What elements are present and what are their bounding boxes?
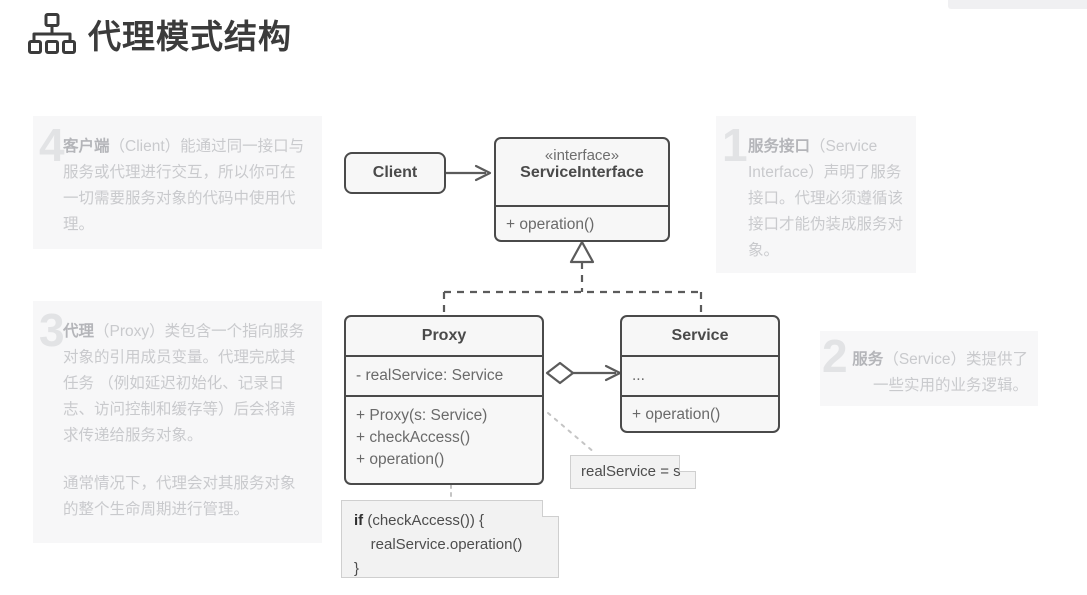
note-code-line-1: if (checkAccess()) { (354, 509, 546, 533)
page-header: 代理模式结构 (28, 10, 292, 58)
service-interface-operations: + operation() (496, 205, 668, 242)
annotation-text-1: （Service Interface）声明了服务接口。代理必须遵循该接口才能伪装… (748, 138, 904, 259)
annotation-number-2: 2 (822, 330, 848, 382)
service-operation-0: + operation() (632, 406, 721, 423)
note-code-keyword: if (354, 512, 364, 529)
annotation-body-4: 客户端（Client）能通过同一接口与服务或代理进行交互，所以你可在一切需要服务… (63, 134, 308, 238)
annotation-text-3: （Proxy）类包含一个指向服务对象的引用成员变量。代理完成其任务 （例如延迟初… (63, 323, 305, 444)
connector-client-to-interface (446, 164, 492, 182)
proxy-header: Proxy (346, 317, 542, 355)
service-interface-operation-0: + operation() (506, 215, 595, 233)
note-code-line-3: } (354, 560, 360, 577)
service-attribute-0: ... (632, 367, 645, 384)
annotation-lead-1: 服务接口 (748, 138, 811, 155)
service-interface-class-name: ServiceInterface (520, 164, 644, 181)
client-class-name: Client (372, 164, 418, 181)
service-header: Service (622, 317, 778, 355)
uml-class-service[interactable]: Service ... + operation() (620, 315, 780, 433)
service-operations: + operation() (622, 395, 778, 433)
connector-proxy-aggregates-service (545, 361, 622, 385)
note-code-line-2: realService.operation() (354, 536, 523, 553)
uml-class-proxy[interactable]: Proxy - realService: Service + Proxy(s: … (344, 315, 544, 485)
uml-note-code: if (checkAccess()) { realService.operati… (341, 500, 559, 578)
note-assignment-text: realService = s (581, 463, 681, 480)
annotation-body-3: 代理（Proxy）类包含一个指向服务对象的引用成员变量。代理完成其任务 （例如延… (63, 319, 308, 523)
service-class-name: Service (671, 327, 729, 344)
annotation-text-3b: 通常情况下，代理会对其服务对象的整个生命周期进行管理。 (63, 475, 296, 518)
annotation-panel-1: 1 服务接口（Service Interface）声明了服务接口。代理必须遵循该… (716, 116, 916, 273)
annotation-body-2: 服务（Service）类提供了一些实用的业务逻辑。 (850, 347, 1028, 399)
note-code-line-1-rest: (checkAccess()) { (363, 512, 485, 529)
annotation-panel-3: 3 代理（Proxy）类包含一个指向服务对象的引用成员变量。代理完成其任务 （例… (33, 301, 322, 543)
service-interface-header: «interface» ServiceInterface (496, 139, 668, 205)
service-interface-stereotype: «interface» (544, 147, 620, 164)
annotation-number-3: 3 (39, 304, 65, 356)
annotation-lead-4: 客户端 (63, 138, 110, 155)
proxy-attributes: - realService: Service (346, 355, 542, 395)
annotation-text-2: （Service）类提供了一些实用的业务逻辑。 (872, 351, 1028, 394)
annotation-panel-2: 2 服务（Service）类提供了一些实用的业务逻辑。 (820, 331, 1038, 406)
uml-class-service-interface[interactable]: «interface» ServiceInterface + operation… (494, 137, 670, 242)
annotation-lead-2: 服务 (852, 351, 884, 368)
annotation-number-1: 1 (722, 119, 748, 171)
page-title: 代理模式结构 (88, 18, 292, 55)
annotation-panel-4: 4 客户端（Client）能通过同一接口与服务或代理进行交互，所以你可在一切需要… (33, 116, 322, 249)
uml-note-assignment: realService = s (570, 455, 696, 489)
proxy-operation-0: + Proxy(s: Service) (356, 407, 488, 424)
proxy-operations: + Proxy(s: Service) + checkAccess() + op… (346, 395, 542, 483)
proxy-operation-2: + operation() (356, 451, 445, 468)
uml-class-client[interactable]: Client (344, 152, 446, 194)
annotation-number-4: 4 (39, 119, 65, 171)
note-fold-corner-icon (679, 455, 696, 472)
note-fold-corner-icon (542, 500, 559, 517)
proxy-attribute-0: - realService: Service (356, 367, 504, 384)
page-edge-band (948, 0, 1087, 9)
proxy-class-name: Proxy (421, 327, 467, 344)
annotation-text-4: （Client）能通过同一接口与服务或代理进行交互，所以你可在一切需要服务对象的… (63, 138, 305, 233)
sitemap-icon (28, 13, 76, 55)
annotation-lead-3: 代理 (63, 323, 95, 340)
proxy-operation-1: + checkAccess() (356, 429, 471, 446)
note-leader-assignment (547, 412, 596, 454)
service-attributes: ... (622, 355, 778, 395)
connector-realization-triangle (442, 240, 703, 315)
annotation-body-1: 服务接口（Service Interface）声明了服务接口。代理必须遵循该接口… (748, 134, 906, 264)
